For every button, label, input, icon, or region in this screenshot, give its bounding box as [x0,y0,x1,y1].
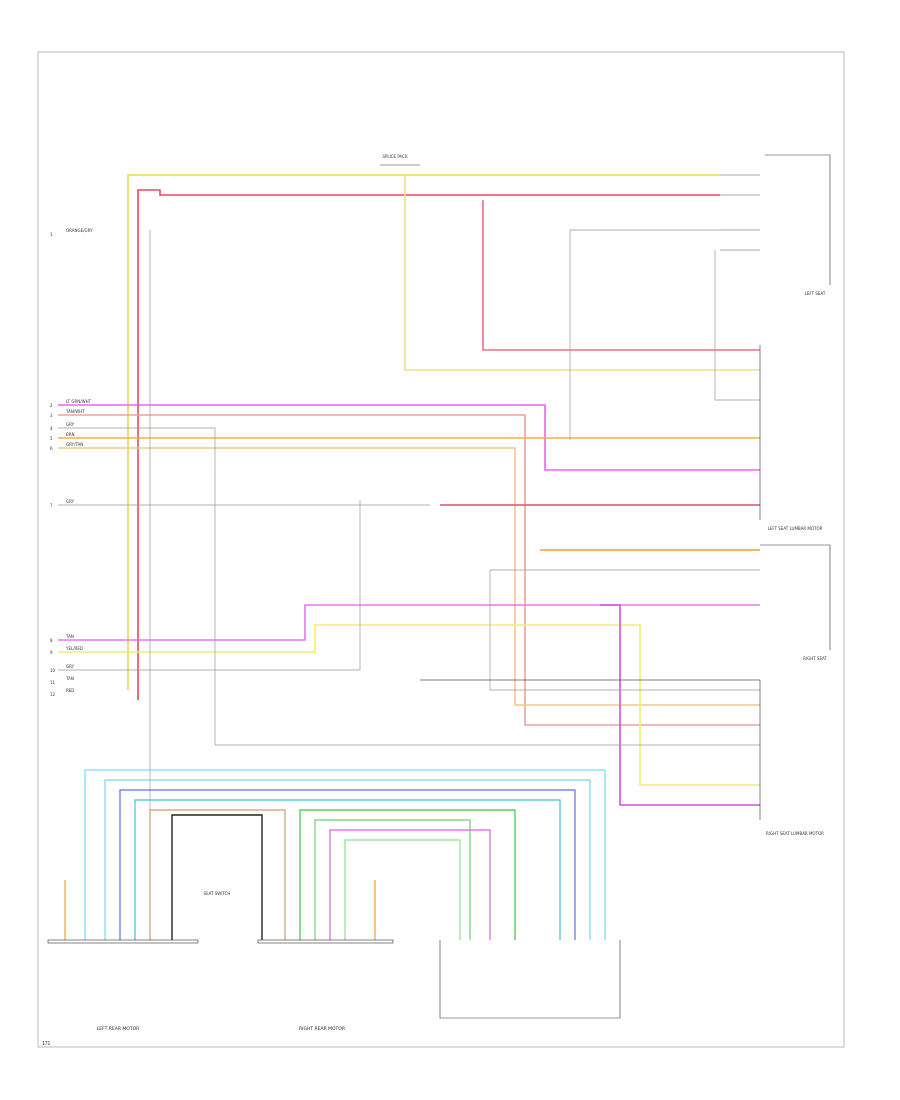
left-pin-6: 6 [50,446,53,451]
right-terminals [720,174,760,251]
wire-group-main [58,174,760,806]
diagram-frame [37,51,845,1048]
left-wire-label-9: YEL/RED [65,646,83,651]
module-label-left-lumbar: LEFT SEAT LUMBAR MOTOR [768,526,823,531]
wire-cyan-1 [84,769,606,940]
left-wire-label-1: ORANGE/GRY [66,228,93,233]
left-pin-12: 12 [50,692,56,697]
wire-green-1 [299,809,516,940]
module-bracket-1 [765,154,831,285]
left-wire-label-3: TAN/WHT [65,409,85,414]
wire-group-bottom [64,769,606,940]
module-label-right-lumbar: RIGHT SEAT LUMBAR MOTOR [766,831,824,836]
left-wire-label-11: TAN [65,676,74,681]
left-wire-label-10: GRY [66,664,75,669]
left-pin-9: 9 [50,650,53,655]
left-wire-label-6: GRY/TAN [66,442,83,447]
left-wire-label-8: TAN [65,634,74,639]
right-rear-motor-label: RIGHT REAR MOTOR [299,1026,345,1032]
left-wire-label-4: GRY [66,422,75,427]
top-connector: SPLICE PACK [380,154,420,166]
left-pin-3: 3 [50,413,53,418]
bottom-motor-boxes [47,939,621,1019]
wire-tan [58,447,760,706]
left-pin-2: 2 [50,403,53,408]
module-label-left-upper: LEFT SEAT [805,291,826,296]
right-rear-motor-box [257,939,394,944]
left-pin-4: 4 [50,426,53,431]
left-pin-7: 7 [50,503,53,508]
wire-brown [149,809,286,940]
wire-red-branch [482,200,760,351]
right-module-labels: LEFT SEAT LEFT SEAT LUMBAR MOTOR RIGHT S… [766,291,827,836]
wire-red-top [137,189,720,700]
wire-green-2 [314,819,471,940]
wire-blue [119,789,576,940]
wire-lightyellow [58,624,760,786]
module-label-right-seat: RIGHT SEAT [803,656,827,661]
right-modules [759,154,831,820]
seat-switch-box [171,814,263,940]
left-pin-5: 5 [50,436,53,441]
left-wire-label-7: GRY [66,499,75,504]
wire-magenta [600,604,760,806]
left-pin-10: 10 [50,668,56,673]
wire-magenta-2 [329,829,491,940]
wire-cyan-2 [104,779,591,940]
left-pin-1: 1 [50,232,53,237]
left-wire-label-2: LT GRN/WHT [66,399,92,404]
wire-pink-lower [58,604,760,641]
center-module-box [439,940,621,1019]
wire-cyan-3 [134,799,561,940]
switch-module-label: SEAT SWITCH [204,891,231,896]
left-pin-8: 8 [50,638,53,643]
left-pin-11: 11 [50,680,56,685]
wire-lightgreen [344,839,461,940]
left-pin-labels: 1 ORANGE/GRY 2 LT GRN/WHT 3 TAN/WHT 4 GR… [50,228,93,697]
top-connector-label: SPLICE PACK [382,154,408,159]
footer-code: 171 [42,1041,51,1047]
wire-group-gray [58,229,760,820]
left-rear-motor-label: LEFT REAR MOTOR [97,1026,140,1032]
wire-yellow-top [127,174,720,690]
wire-yellow-branch [404,175,760,371]
left-rear-motor-box [47,939,199,944]
left-wire-label-12: RED [66,688,74,693]
left-wire-label-5: BRN [66,432,75,437]
module-bracket-3 [760,544,831,650]
